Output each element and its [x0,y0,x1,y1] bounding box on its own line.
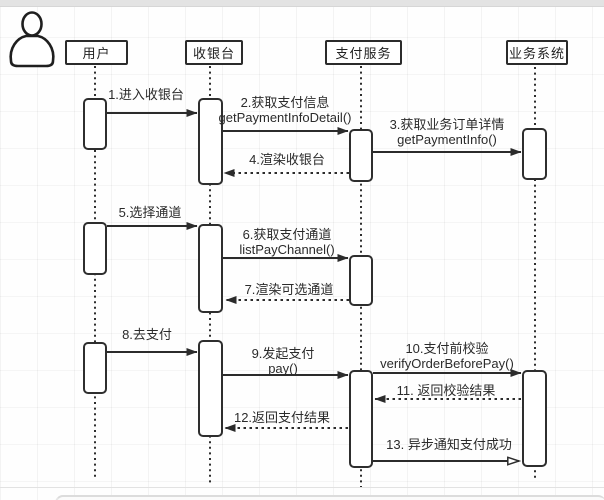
activation-user-3 [83,342,107,394]
activation-cashier-2 [198,224,223,313]
bottom-card-edge [55,495,604,500]
activation-user-1 [83,98,107,150]
message-label-8: 8.去支付 [122,327,172,342]
lifeline-header-user: 用户 [65,40,128,65]
activation-user-2 [83,222,107,275]
message-label-12: 12.返回支付结果 [233,410,331,425]
message-label-5: 5.选择通道 [118,205,182,220]
canvas-bottom-divider [0,487,604,488]
message-label-4: 4.渲染收银台 [249,152,325,167]
lifeline-header-biz-system: 业务系统 [506,40,568,65]
lifeline-label: 业务系统 [508,46,565,61]
lifeline-label: 支付服务 [335,46,392,61]
message-label-11: 11. 返回校验结果 [396,383,496,398]
activation-pay-service-2 [349,255,373,306]
message-label-13: 13. 异步通知支付成功 [386,437,512,452]
lifeline-label: 用户 [82,46,111,61]
activation-pay-service-1 [349,129,373,182]
actor-icon [9,11,55,68]
activation-pay-service-3 [349,370,373,468]
message-label-1: 1.进入收银台 [108,87,184,102]
activation-biz-system-1 [522,128,547,180]
lifeline-header-pay-service: 支付服务 [325,40,402,65]
activation-cashier-1 [198,98,223,185]
lifeline-label: 收银台 [192,46,235,61]
lifeline-header-cashier: 收银台 [185,40,243,65]
message-label-7: 7.渲染可选通道 [244,282,334,297]
top-edge-strip [0,0,604,7]
activation-biz-system-2 [522,370,547,467]
activation-cashier-3 [198,340,223,437]
